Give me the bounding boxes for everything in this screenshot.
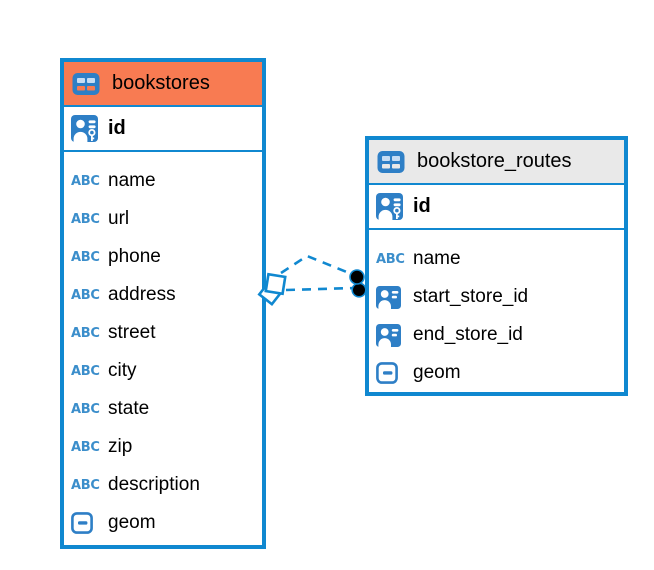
text-type-icon: ABC — [71, 287, 100, 303]
table-icon — [377, 150, 409, 174]
text-type-icon: ABC — [71, 173, 100, 189]
text-type-icon: ABC — [376, 251, 405, 267]
column-row-url[interactable]: ABC url — [64, 200, 262, 238]
text-type-icon: ABC — [71, 211, 100, 227]
column-name: description — [108, 474, 200, 495]
column-name: name — [108, 170, 156, 191]
relationship-endpoint-dot-upper[interactable] — [349, 269, 365, 285]
text-type-icon: ABC — [71, 363, 100, 379]
column-list: ABC name start_store_id end_store_id ge — [369, 230, 624, 392]
text-type-icon: ABC — [71, 401, 100, 417]
relationship-endpoint-dot-lower[interactable] — [351, 282, 367, 298]
reference-type-icon — [376, 286, 413, 309]
column-name: geom — [413, 362, 461, 383]
column-list: ABC name ABC url ABC phone ABC address A… — [64, 152, 262, 542]
relationship-line-end-store[interactable] — [285, 286, 356, 292]
table-title: bookstore_routes — [417, 150, 572, 172]
column-row-city[interactable]: ABC city — [64, 352, 262, 390]
column-name: name — [413, 248, 461, 269]
primary-key-icon — [376, 193, 413, 220]
reference-type-icon — [376, 324, 413, 347]
text-type-icon: ABC — [71, 477, 100, 493]
column-row-id[interactable]: id — [369, 185, 624, 230]
geometry-type-icon — [376, 362, 413, 384]
column-row-end-store-id[interactable]: end_store_id — [369, 316, 624, 354]
column-name: state — [108, 398, 150, 419]
column-row-state[interactable]: ABC state — [64, 390, 262, 428]
column-row-address[interactable]: ABC address — [64, 276, 262, 314]
table-header-bookstores[interactable]: bookstores — [64, 62, 262, 107]
relationship-line-start-store[interactable] — [280, 254, 355, 277]
column-name: zip — [108, 436, 133, 457]
table-bookstores[interactable]: bookstores id ABC name ABC url ABC phone… — [60, 58, 266, 549]
geometry-type-icon — [71, 512, 108, 534]
column-name: street — [108, 322, 156, 343]
column-row-street[interactable]: ABC street — [64, 314, 262, 352]
column-row-geom[interactable]: geom — [369, 354, 624, 392]
primary-key-icon — [71, 115, 108, 142]
table-icon — [72, 72, 104, 96]
relationship-source-marker-front[interactable] — [264, 272, 287, 296]
text-type-icon: ABC — [71, 439, 100, 455]
column-row-phone[interactable]: ABC phone — [64, 238, 262, 276]
column-row-start-store-id[interactable]: start_store_id — [369, 278, 624, 316]
table-title: bookstores — [112, 72, 210, 94]
table-header-bookstore-routes[interactable]: bookstore_routes — [369, 140, 624, 185]
column-name: id — [413, 195, 431, 217]
column-row-name[interactable]: ABC name — [369, 240, 624, 278]
table-bookstore-routes[interactable]: bookstore_routes id ABC name start_store… — [365, 136, 628, 396]
column-name: id — [108, 117, 126, 139]
column-name: start_store_id — [413, 286, 529, 307]
column-name: address — [108, 284, 176, 305]
text-type-icon: ABC — [71, 249, 100, 265]
column-name: phone — [108, 246, 161, 267]
column-row-zip[interactable]: ABC zip — [64, 428, 262, 466]
column-name: end_store_id — [413, 324, 523, 345]
column-row-name[interactable]: ABC name — [64, 162, 262, 200]
column-name: url — [108, 208, 130, 229]
text-type-icon: ABC — [71, 325, 100, 341]
column-row-description[interactable]: ABC description — [64, 466, 262, 504]
column-name: city — [108, 360, 137, 381]
column-row-geom[interactable]: geom — [64, 504, 262, 542]
column-row-id[interactable]: id — [64, 107, 262, 152]
column-name: geom — [108, 512, 156, 533]
